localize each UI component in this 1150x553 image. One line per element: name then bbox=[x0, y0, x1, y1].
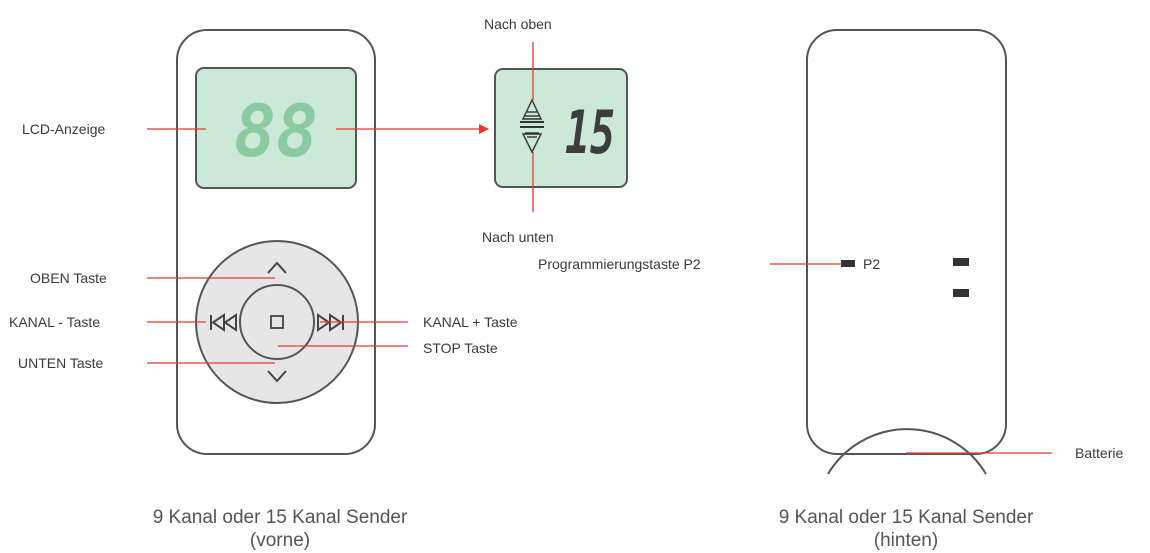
skip-back-icon[interactable] bbox=[210, 313, 237, 332]
label-up-button: OBEN Taste bbox=[30, 270, 107, 286]
up-down-indicator-icon bbox=[520, 98, 544, 154]
label-battery: Batterie bbox=[1075, 445, 1124, 461]
up-arrow-icon[interactable] bbox=[267, 261, 287, 274]
caption-front: 9 Kanal oder 15 Kanal Sender (vorne) bbox=[100, 506, 460, 552]
label-channel-minus: KANAL - Taste bbox=[9, 314, 101, 330]
caption-front-line2: (vorne) bbox=[249, 530, 311, 551]
stop-button[interactable] bbox=[239, 284, 315, 360]
caption-back-line2: (hinten) bbox=[873, 530, 939, 551]
back-marker-1 bbox=[953, 258, 969, 266]
label-channel-plus: KANAL + Taste bbox=[423, 314, 518, 330]
lcd-detail-digits: 15 bbox=[565, 98, 615, 168]
label-nach-oben: Nach oben bbox=[484, 16, 552, 32]
caption-back-line1: 9 Kanal oder 15 Kanal Sender bbox=[778, 507, 1034, 528]
label-down-button: UNTEN Taste bbox=[18, 355, 104, 371]
caption-front-line1: 9 Kanal oder 15 Kanal Sender bbox=[152, 507, 408, 528]
front-lcd-digits: 88 bbox=[234, 89, 318, 173]
label-programming-button: Programmierungstaste P2 bbox=[538, 256, 701, 272]
down-arrow-icon[interactable] bbox=[267, 370, 287, 383]
back-marker-2 bbox=[953, 289, 969, 297]
label-p2: P2 bbox=[863, 256, 881, 272]
back-remote-body bbox=[806, 29, 1007, 455]
front-lcd-screen bbox=[195, 67, 357, 189]
label-stop-button: STOP Taste bbox=[423, 340, 498, 356]
stop-icon bbox=[270, 315, 284, 329]
label-lcd-display: LCD-Anzeige bbox=[22, 121, 106, 137]
lcd-detail-screen bbox=[494, 68, 628, 188]
caption-back: 9 Kanal oder 15 Kanal Sender (hinten) bbox=[726, 506, 1086, 552]
p2-button[interactable] bbox=[841, 260, 855, 267]
label-nach-unten: Nach unten bbox=[482, 229, 554, 245]
